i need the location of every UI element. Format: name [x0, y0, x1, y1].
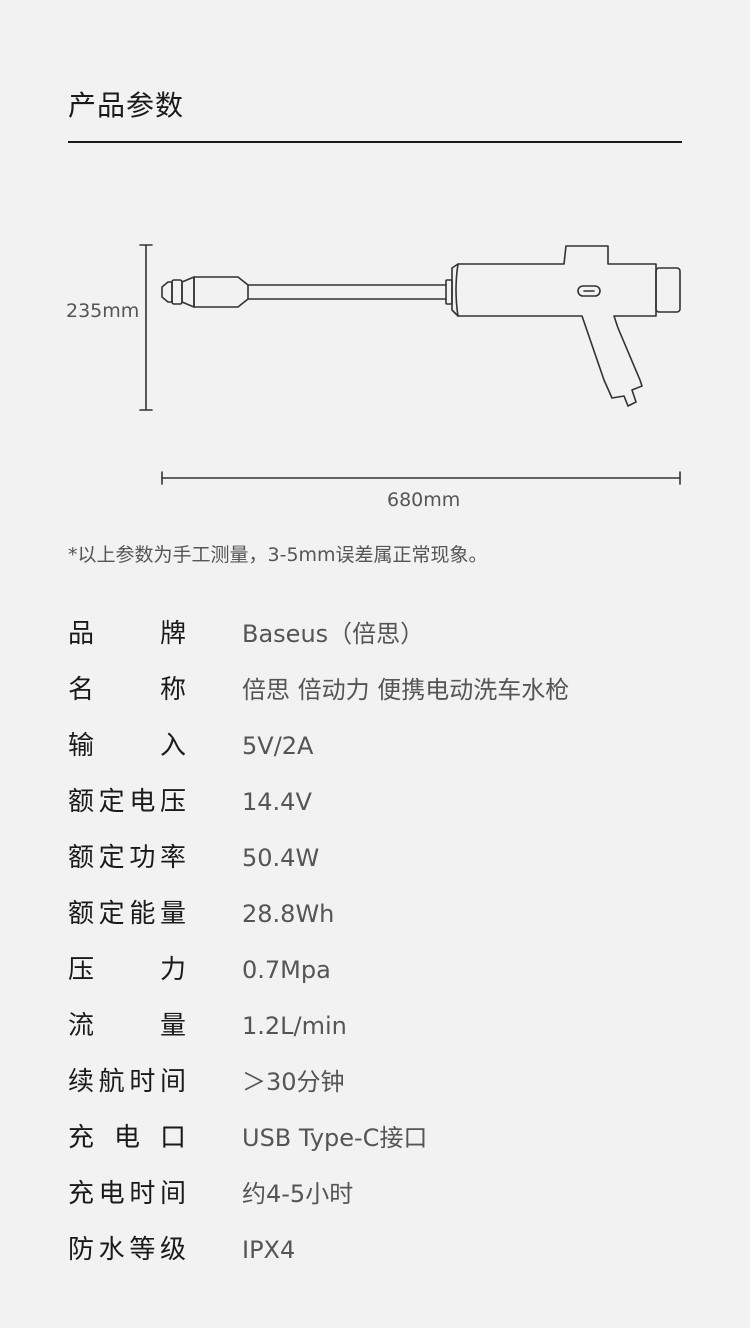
- height-label: 235mm: [66, 300, 140, 322]
- spec-table: 品牌 Baseus（倍思） 名称 倍思 倍动力 便携电动洗车水枪输入 5V/2A 额定电压…: [68, 612, 682, 1284]
- spec-row: 额定功率 50.4W: [68, 836, 682, 892]
- spec-value: 50.4W: [242, 844, 320, 872]
- spec-label: 充电口: [68, 1123, 186, 1153]
- spec-label: 防水等级: [68, 1235, 186, 1265]
- spec-value: 倍思 倍动力 便携电动洗车水枪: [242, 676, 570, 704]
- spec-label: 压力: [68, 955, 186, 985]
- spec-row: 压力 0.7Mpa: [68, 948, 682, 1004]
- spec-row: 续航时间 ＞30分钟: [68, 1060, 682, 1116]
- spec-row: 防水等级 IPX4: [68, 1228, 682, 1284]
- spec-label: 充电时间: [68, 1179, 186, 1209]
- spec-row: 输入 5V/2A: [68, 724, 682, 780]
- spec-value: USB Type-C接口: [242, 1124, 428, 1152]
- spec-row: 充电口 USB Type-C接口: [68, 1116, 682, 1172]
- spec-row: 额定电压 14.4V: [68, 780, 682, 836]
- spec-value: 28.8Wh: [242, 900, 335, 928]
- spec-label: 额定功率: [68, 843, 186, 873]
- spec-row: 充电时间 约4-5小时: [68, 1172, 682, 1228]
- measurement-note: *以上参数为手工测量，3-5mm误差属正常现象。: [68, 544, 488, 566]
- spec-value: 0.7Mpa: [242, 956, 331, 984]
- spec-label: 续航时间: [68, 1067, 186, 1097]
- spec-label: 输入: [68, 731, 186, 761]
- spec-label: 额定能量: [68, 899, 186, 929]
- water-gun-drawing: [139, 244, 681, 485]
- spec-value: 约4-5小时: [242, 1180, 354, 1208]
- title-divider: [68, 141, 682, 143]
- spec-value: 5V/2A: [242, 732, 314, 760]
- spec-row: 品牌 Baseus（倍思）: [68, 612, 682, 668]
- spec-row: 额定能量 28.8Wh: [68, 892, 682, 948]
- product-diagram: 235mm 680mm: [0, 230, 750, 520]
- spec-value: IPX4: [242, 1236, 296, 1264]
- spec-label: 名称: [68, 675, 186, 705]
- spec-row: 名称 倍思 倍动力 便携电动洗车水枪: [68, 668, 682, 724]
- section-title: 产品参数: [68, 89, 185, 122]
- spec-value: Baseus（倍思）: [242, 620, 425, 648]
- spec-value: 14.4V: [242, 788, 312, 816]
- spec-row: 流量 1.2L/min: [68, 1004, 682, 1060]
- spec-label: 品牌: [68, 619, 186, 649]
- spec-value: ＞30分钟: [242, 1068, 345, 1096]
- spec-label: 额定电压: [68, 787, 186, 817]
- spec-value: 1.2L/min: [242, 1012, 347, 1040]
- spec-label: 流量: [68, 1011, 186, 1041]
- length-label: 680mm: [387, 489, 461, 511]
